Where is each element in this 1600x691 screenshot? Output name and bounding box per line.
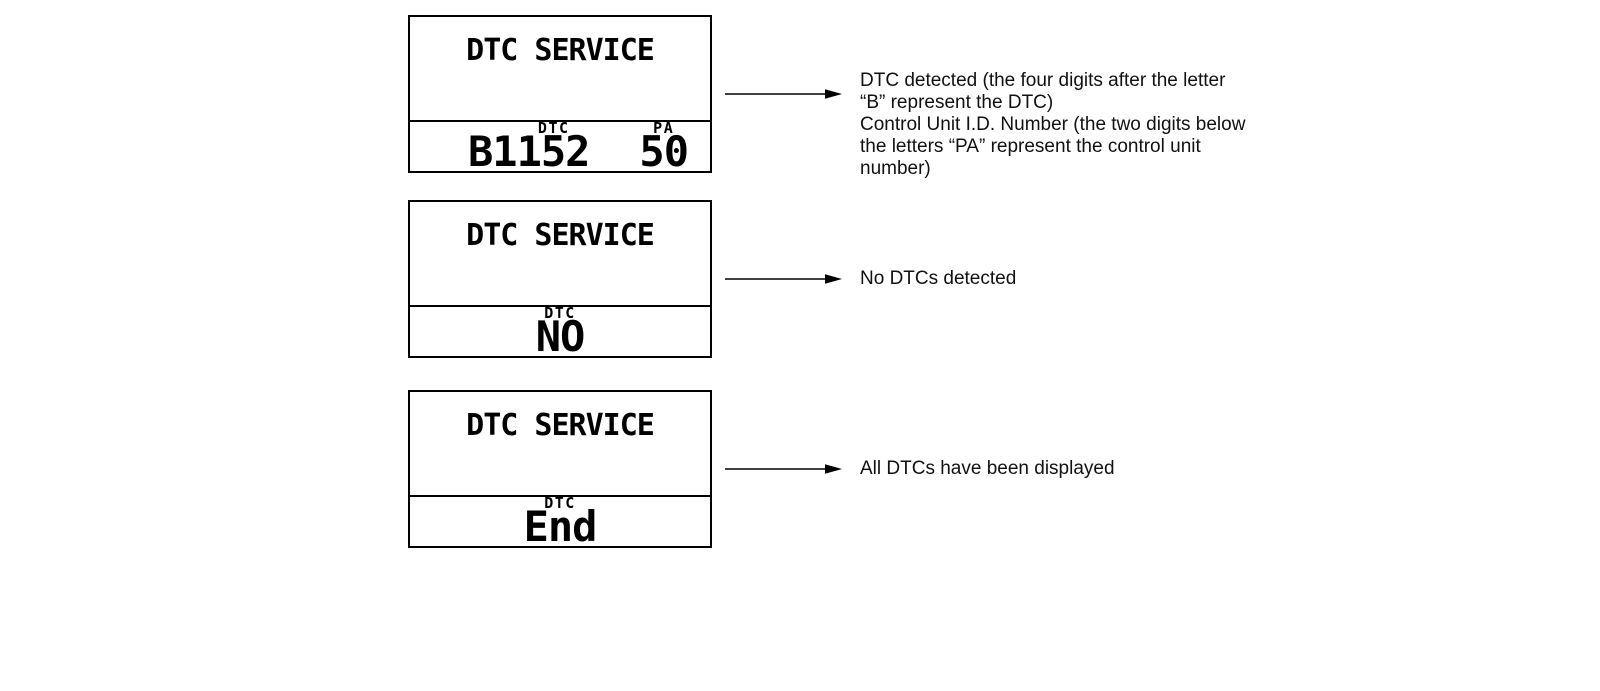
readout-value-dtc-code: B1152 (468, 127, 590, 176)
annotation-end: All DTCs have been displayed (860, 458, 1115, 479)
display-title: DTC SERVICE (466, 33, 655, 68)
display-screen-header: DTC SERVICE (410, 392, 710, 495)
readout-value-end: End (523, 502, 598, 551)
readout-label-dtc: DTC (544, 494, 576, 512)
readout-label-pa: PA (653, 119, 675, 137)
display-readout: DTC NO (410, 304, 710, 361)
display-screen-dtc-detected: DTC SERVICE DTC B1152 PA 50 (408, 15, 712, 173)
readout-field-dtc: DTC End (523, 494, 598, 551)
readout-label-dtc: DTC (537, 119, 570, 137)
display-title: DTC SERVICE (466, 218, 655, 253)
readout-label-dtc: DTC (544, 304, 576, 322)
display-screen-no-dtc: DTC SERVICE DTC NO (408, 200, 712, 358)
display-screen-header: DTC SERVICE (410, 202, 710, 305)
readout-value-no: NO (535, 312, 586, 361)
annotation-dtc-detected: DTC detected (the four digits after the … (860, 70, 1246, 179)
arrow-connector (725, 274, 842, 284)
readout-field-dtc: DTC B1152 (468, 119, 590, 176)
display-screen-header: DTC SERVICE (410, 17, 710, 120)
readout-field-pa: PA 50 (639, 119, 689, 176)
display-title: DTC SERVICE (466, 408, 655, 443)
readout-value-control-unit: 50 (639, 127, 689, 176)
readout-field-dtc: DTC NO (535, 304, 586, 361)
display-screen-end: DTC SERVICE DTC End (408, 390, 712, 548)
arrow-connector (725, 89, 842, 99)
display-readout: DTC End (410, 494, 710, 551)
arrow-connector (725, 464, 842, 474)
display-readout: DTC B1152 PA 50 (410, 119, 710, 176)
annotation-no-dtc: No DTCs detected (860, 268, 1017, 289)
